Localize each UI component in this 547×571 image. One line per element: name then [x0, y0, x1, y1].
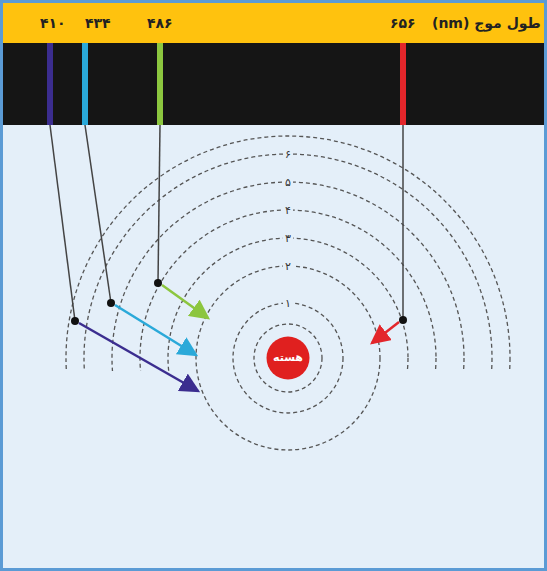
orbit-number: ۴: [283, 204, 293, 217]
wavelength-label: ۴۱۰: [40, 16, 66, 30]
wavelength-label: طول موج (nm): [432, 16, 541, 30]
leader-lines: [50, 125, 403, 321]
orbit-number: ۱: [283, 297, 293, 310]
wavelength-label: ۴۸۶: [147, 16, 173, 30]
spectral-line: [400, 43, 406, 125]
orbit-number: ۳: [283, 232, 293, 245]
wavelength-label: ۶۵۶: [390, 16, 416, 30]
orbit-number: ۵: [283, 176, 293, 189]
atom-illustration: [3, 3, 547, 571]
electron-dots: [71, 279, 407, 325]
nucleus-label: هسته: [273, 351, 303, 364]
nucleus: هسته: [266, 336, 310, 380]
orbit-number: ۶: [283, 148, 293, 161]
spectrum-band: [3, 43, 547, 125]
wavelength-bar: [3, 3, 547, 43]
orbit-number: ۲: [283, 260, 293, 273]
spectral-line: [157, 43, 163, 125]
spectral-line: [47, 43, 53, 125]
spectral-line: [82, 43, 88, 125]
transition-arrows: [79, 285, 399, 391]
orbits: [66, 136, 510, 571]
wavelength-label: ۴۳۴: [85, 16, 111, 30]
